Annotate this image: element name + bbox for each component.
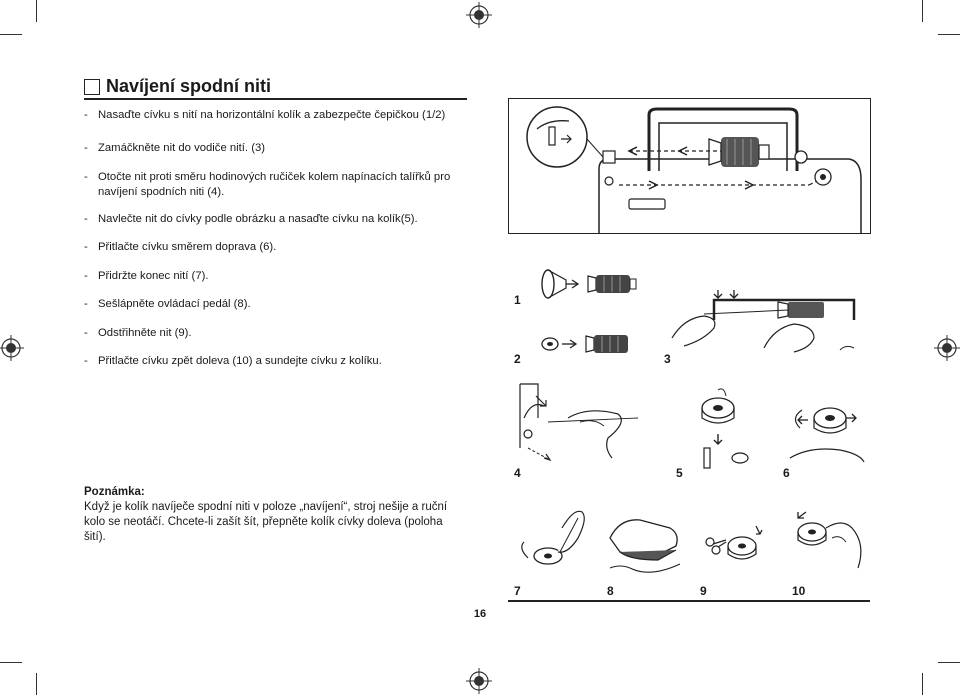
- registration-mark-icon: [466, 668, 492, 694]
- note-block: Poznámka: Když je kolík navíječe spodní …: [84, 485, 464, 545]
- figure-bottom-rule: [508, 600, 870, 602]
- figure-5: [664, 388, 764, 472]
- figure-label: 6: [783, 466, 790, 480]
- figure-3: [664, 278, 869, 358]
- list-item: -Otočte nit proti směru hodinových ručič…: [84, 170, 451, 198]
- figure-label: 1: [514, 293, 521, 307]
- figure-label: 9: [700, 584, 707, 598]
- figure-label: 8: [607, 584, 614, 598]
- list-item: -Přidržte konec nití (7).: [84, 269, 209, 282]
- figure-8: [600, 498, 690, 578]
- figure-10: [782, 498, 870, 578]
- registration-mark-icon: [0, 335, 24, 361]
- spool-cap-illustration: [541, 269, 637, 299]
- tension-disc-illustration: [519, 383, 639, 462]
- spool-pin-illustration: [541, 335, 628, 353]
- figure-label: 7: [514, 584, 521, 598]
- note-title: Poznámka:: [84, 486, 145, 498]
- list-item: -Přitlačte cívku zpět doleva (10) a sund…: [84, 355, 382, 367]
- list-item: -Navlečte nit do cívky podle obrázku a n…: [84, 212, 418, 225]
- note-text: Když je kolík navíječe spodní niti v pol…: [84, 501, 448, 543]
- crop-mark: [0, 34, 22, 35]
- figure-1: [508, 262, 648, 312]
- crop-mark: [0, 662, 22, 663]
- list-item: -Přitlačte cívku směrem doprava (6).: [84, 241, 277, 253]
- crop-mark: [36, 0, 37, 22]
- bobbin-insert-illustration: [701, 388, 749, 469]
- title-rule: [84, 98, 467, 100]
- remove-bobbin-illustration: [797, 511, 862, 569]
- registration-mark-icon: [934, 335, 960, 361]
- cut-thread-illustration: [705, 525, 763, 560]
- checkbox-square-icon: [84, 78, 100, 95]
- figure-label: 2: [514, 352, 521, 366]
- crop-mark: [922, 0, 923, 22]
- figure-7: [508, 498, 592, 578]
- thread-guide-illustration: [671, 290, 856, 353]
- list-item: -Odstřihněte nit (9).: [84, 326, 192, 339]
- page-title-text: Navíjení spodní niti: [106, 76, 272, 96]
- foot-pedal-illustration: [609, 519, 681, 573]
- list-item: -Zamáčkněte nit do vodiče nití. (3): [84, 142, 266, 154]
- crop-mark: [36, 673, 37, 695]
- page-number: 16: [473, 608, 487, 620]
- machine-top-illustration: [526, 106, 862, 233]
- figure-label: 3: [664, 352, 671, 366]
- figure-label: 5: [676, 466, 683, 480]
- figure-machine-top: [508, 98, 871, 234]
- bobbin-push-illustration: [789, 407, 865, 463]
- crop-mark: [922, 673, 923, 695]
- figure-4: [508, 378, 648, 470]
- list-item: -Nasaďte cívku s nití na horizontální ko…: [84, 109, 446, 121]
- figure-label: 10: [792, 584, 806, 598]
- crop-mark: [938, 662, 960, 663]
- figure-2: [508, 324, 648, 364]
- page-title: Navíjení spodní niti: [84, 76, 271, 97]
- figure-6: [780, 388, 870, 472]
- crop-mark: [938, 34, 960, 35]
- step-list: -Nasaďte cívku s nití na horizontální ko…: [84, 108, 479, 383]
- hold-thread-illustration: [521, 510, 585, 565]
- figure-label: 4: [514, 466, 521, 480]
- list-item: -Sešlápněte ovládací pedál (8).: [84, 298, 251, 310]
- figure-9: [694, 498, 774, 578]
- registration-mark-icon: [466, 2, 492, 28]
